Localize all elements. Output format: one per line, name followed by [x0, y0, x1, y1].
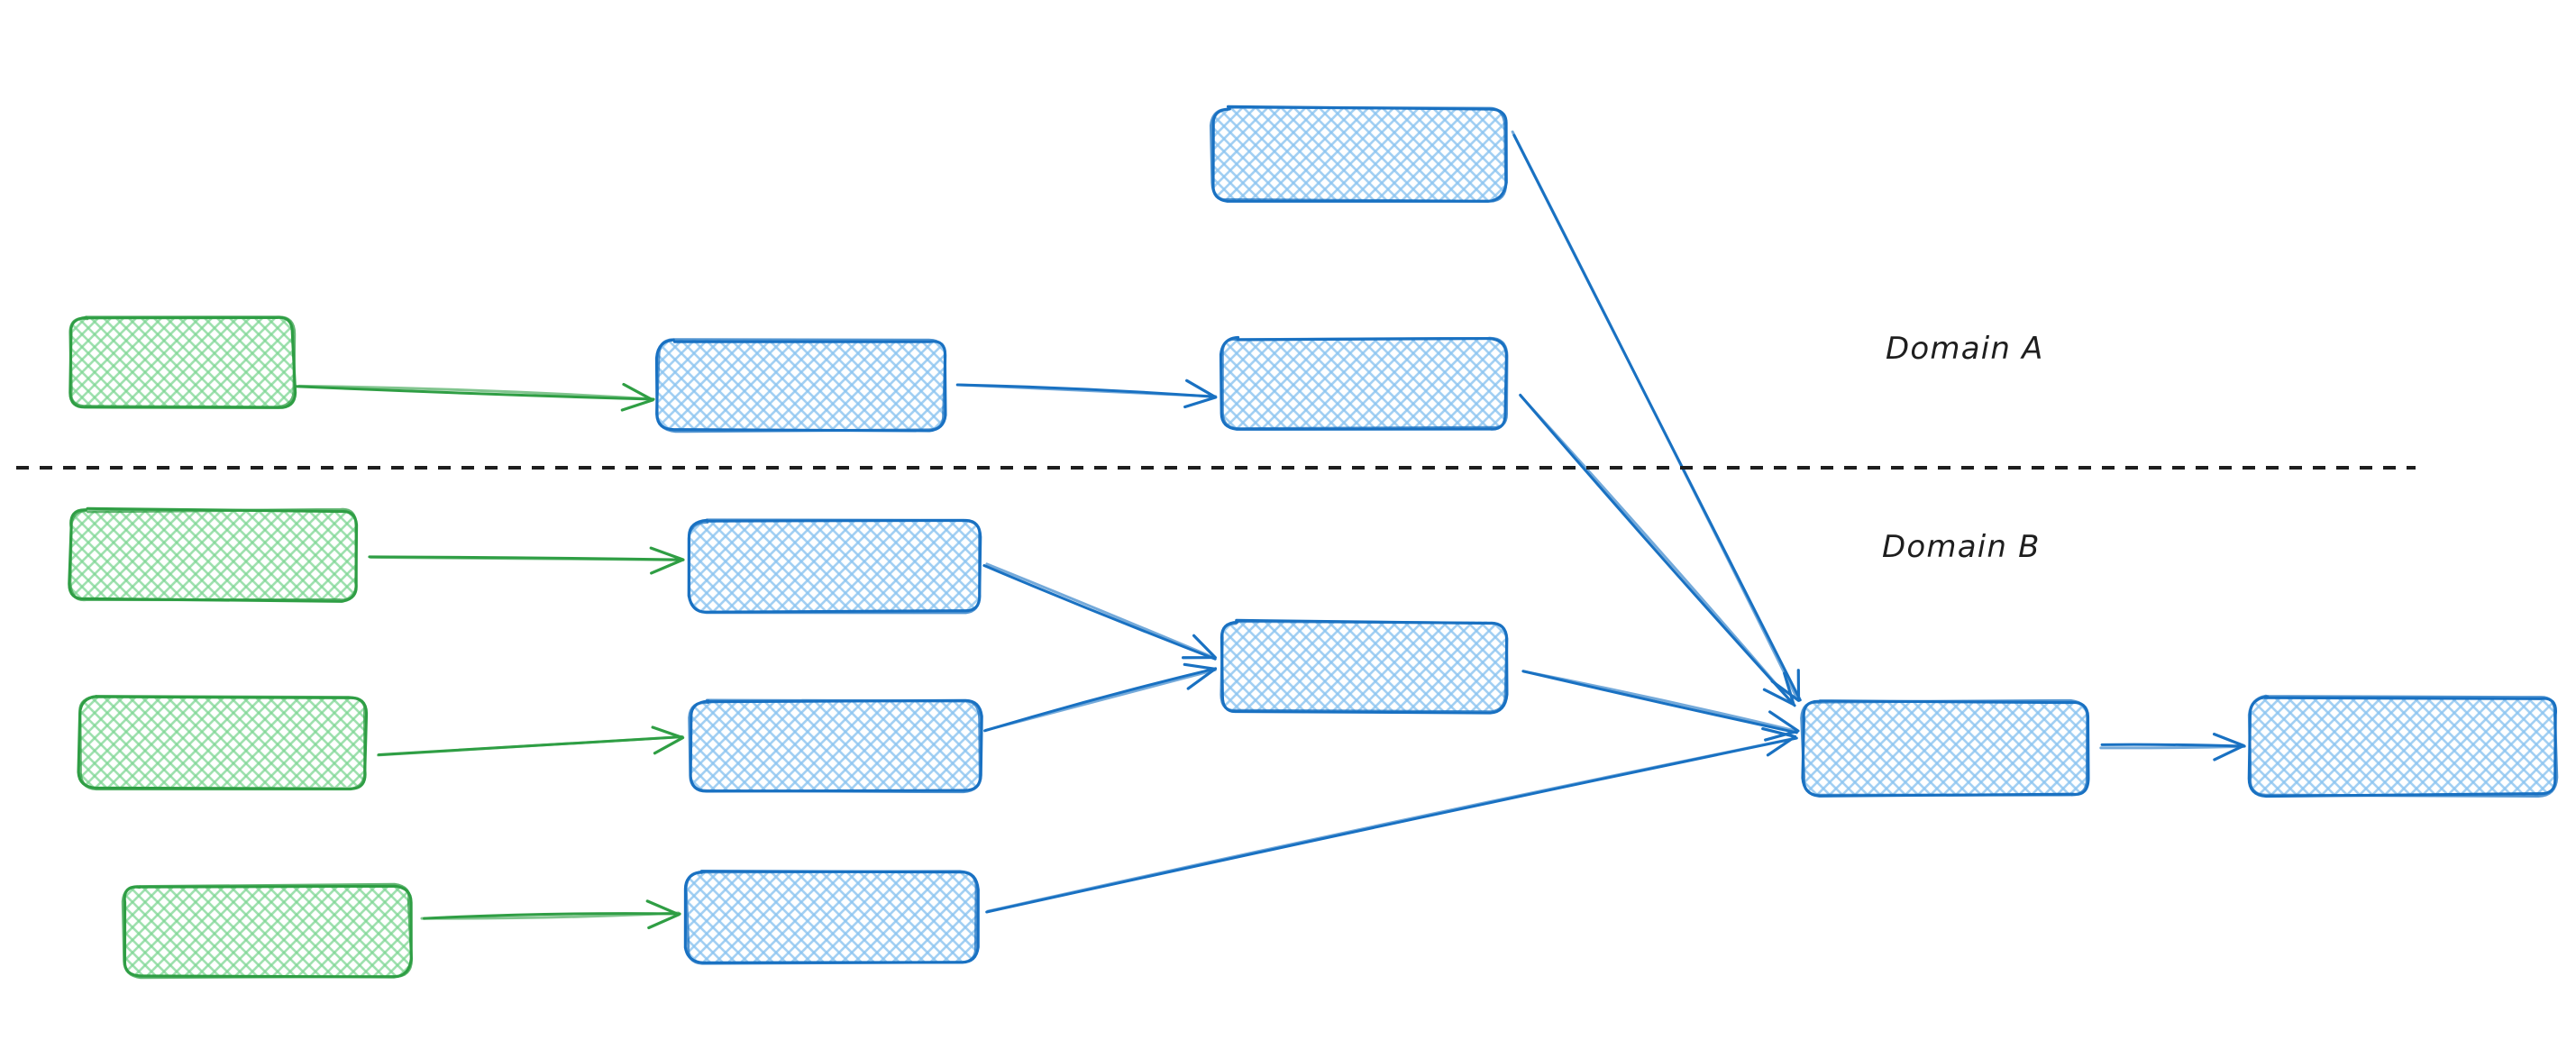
domain-b-label: Domain B — [1882, 529, 2041, 565]
edge-arrowhead — [1183, 379, 1218, 409]
edge-line — [1519, 394, 1795, 707]
node-fill — [687, 871, 978, 962]
edge-arrowhead — [620, 382, 654, 412]
node-fill — [1802, 700, 2087, 796]
node-outline — [654, 338, 947, 433]
edge-b-blue-merge-to-b-blue-sink[interactable] — [1521, 670, 1800, 742]
edge-line — [294, 385, 655, 401]
node-outline — [1800, 698, 2089, 797]
edge-arrowhead — [1182, 634, 1217, 660]
edge-a-green-1-to-a-blue-1[interactable] — [294, 382, 655, 412]
node-fill — [1220, 338, 1507, 429]
node-a-green-1[interactable] — [69, 315, 297, 409]
node-outline — [1220, 336, 1509, 431]
node-b-blue-2[interactable] — [688, 698, 983, 794]
edge-line — [984, 668, 1217, 732]
node-fill — [69, 317, 295, 407]
edge-b-green-3-to-b-blue-3[interactable] — [420, 899, 681, 930]
node-outline — [1209, 105, 1508, 203]
domain-a-label: Domain A — [1886, 331, 2044, 367]
node-outline — [684, 870, 978, 965]
node-outline — [1219, 619, 1509, 714]
node-a-blue-2[interactable] — [1219, 335, 1509, 431]
edge-arrowhead — [1762, 671, 1795, 707]
edge-line — [1511, 130, 1800, 702]
node-b-blue-out[interactable] — [2247, 694, 2559, 798]
node-fill — [78, 697, 366, 789]
node-fill — [1211, 107, 1506, 201]
edge-b-blue-2-to-b-blue-merge[interactable] — [983, 662, 1218, 733]
node-fill — [658, 340, 945, 432]
node-b-blue-sink[interactable] — [1800, 698, 2090, 798]
node-outline — [78, 694, 367, 791]
edge-arrowhead — [1764, 710, 1800, 742]
edge-b-blue-1-to-b-blue-merge[interactable] — [982, 562, 1217, 661]
edge-arrowhead — [1183, 662, 1217, 690]
edge-line — [2099, 744, 2245, 750]
node-outline — [121, 882, 414, 980]
edge-a-blue-top-to-b-blue-sink[interactable] — [1511, 130, 1802, 702]
node-outline — [687, 518, 982, 615]
edge-b-green-2-to-b-blue-2[interactable] — [377, 725, 685, 757]
edge-line — [957, 383, 1218, 398]
nodes-layer — [68, 105, 2559, 980]
edge-line — [377, 734, 684, 757]
edge-line — [985, 562, 1216, 660]
edge-line — [297, 384, 654, 401]
edge-a-blue-1-to-a-blue-2[interactable] — [955, 379, 1218, 409]
edge-line — [982, 564, 1217, 661]
node-fill — [69, 510, 358, 600]
node-fill — [2249, 698, 2557, 796]
edge-arrowhead — [645, 899, 681, 930]
node-outline — [688, 698, 982, 794]
edge-arrowhead — [1761, 726, 1797, 757]
node-fill — [123, 885, 411, 977]
node-b-green-1[interactable] — [68, 506, 359, 603]
node-fill — [1220, 621, 1507, 713]
node-b-blue-3[interactable] — [683, 870, 980, 965]
edge-line — [986, 736, 1797, 913]
edge-b-green-1-to-b-blue-1[interactable] — [368, 546, 685, 575]
edge-arrowhead — [651, 725, 685, 755]
edge-line — [369, 555, 685, 561]
edge-arrowhead — [649, 546, 685, 575]
node-b-green-2[interactable] — [77, 694, 369, 791]
node-outline — [69, 315, 297, 409]
edge-b-blue-sink-to-b-blue-out[interactable] — [2099, 733, 2246, 762]
node-b-green-3[interactable] — [121, 882, 414, 980]
edge-b-blue-3-to-b-blue-sink[interactable] — [985, 726, 1798, 914]
node-a-blue-top[interactable] — [1209, 105, 1508, 203]
edge-line — [420, 911, 681, 920]
node-fill — [690, 521, 981, 612]
edges-layer — [294, 130, 2246, 930]
edge-arrowhead — [2212, 733, 2245, 762]
node-fill — [690, 700, 981, 792]
node-b-blue-1[interactable] — [687, 518, 982, 615]
edge-line — [1521, 670, 1798, 733]
edge-a-blue-2-to-b-blue-sink[interactable] — [1519, 393, 1796, 707]
node-b-blue-merge[interactable] — [1219, 618, 1509, 715]
node-outline — [2247, 694, 2559, 798]
node-a-blue-1[interactable] — [654, 338, 947, 433]
node-outline — [69, 507, 358, 602]
